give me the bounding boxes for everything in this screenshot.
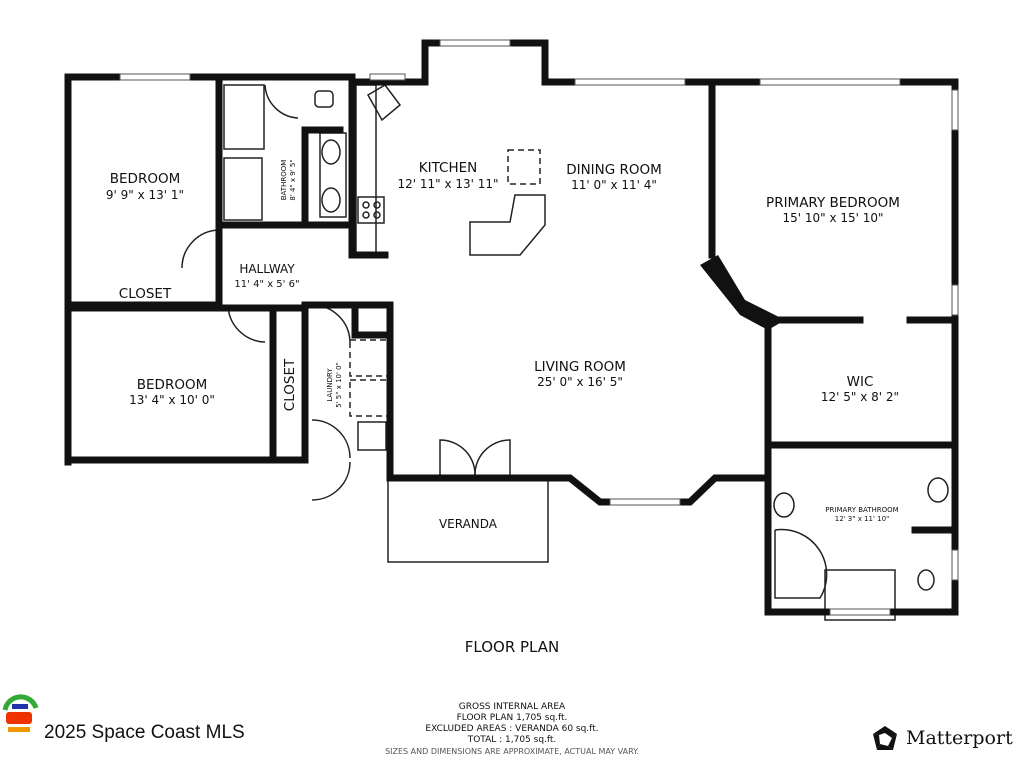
biz360-logo [2,694,39,732]
room-dims: 12' 11" x 13' 11" [397,177,498,191]
disclaimer: SIZES AND DIMENSIONS ARE APPROXIMATE, AC… [385,747,639,756]
room-name: LIVING ROOM [534,359,626,375]
room-dims: 8' 4" x 9' 5" [289,159,297,200]
bedroom-1: BEDROOM 9' 9" x 13' 1" [106,171,184,202]
room-dims: 11' 4" x 5' 6" [234,279,299,290]
watermark: 2025 Space Coast MLS [44,722,245,743]
room-dims: 13' 4" x 10' 0" [129,393,215,407]
matterport-brand: Matterport [872,725,1013,751]
room-name: WIC [847,374,874,390]
laundry: LAUNDRY 5' 5" x 10' 0" [326,362,343,408]
room-name: BEDROOM [110,171,180,187]
room-name: HALLWAY [239,262,295,276]
area-total: TOTAL : 1,705 sq.ft. [467,735,557,745]
room-dims: 9' 9" x 13' 1" [106,188,184,202]
area-summary: GROSS INTERNAL AREA FLOOR PLAN 1,705 sq.… [0,702,1024,757]
room-name: KITCHEN [419,160,478,176]
room-name: BEDROOM [137,377,207,393]
room-dims: 12' 3" x 11' 10" [835,515,890,523]
hallway: HALLWAY 11' 4" x 5' 6" [234,262,299,290]
area-heading: GROSS INTERNAL AREA [458,702,566,712]
room-dims: 5' 5" x 10' 0" [335,362,343,408]
closet-1: CLOSET [119,286,172,302]
room-dims: 15' 10" x 15' 10" [782,211,883,225]
primary-bedroom: PRIMARY BEDROOM 15' 10" x 15' 10" [766,195,900,225]
closet-2: CLOSET [282,358,298,411]
living-room: LIVING ROOM 25' 0" x 16' 5" [534,359,626,389]
area-excluded: EXCLUDED AREAS : VERANDA 60 sq.ft. [425,724,599,734]
room-name: LAUNDRY [326,368,334,402]
room-name: PRIMARY BEDROOM [766,195,900,211]
matterport-icon [873,726,897,750]
room-dims: 12' 5" x 8' 2" [821,390,899,404]
primary-bathroom: PRIMARY BATHROOM 12' 3" x 11' 10" [825,506,898,523]
kitchen: KITCHEN 12' 11" x 13' 11" [397,160,498,191]
brand-name: Matterport [906,727,1013,749]
bathroom: BATHROOM 8' 4" x 9' 5" [280,159,297,200]
room-name: BATHROOM [280,160,288,201]
dining-room: DINING ROOM 11' 0" x 11' 4" [566,162,662,192]
plan-title: FLOOR PLAN [464,638,560,656]
room-name: PRIMARY BATHROOM [825,506,898,514]
walls [64,39,959,616]
room-name: DINING ROOM [566,162,662,178]
room-dims: 11' 0" x 11' 4" [571,178,657,192]
area-floor-plan: FLOOR PLAN 1,705 sq.ft. [456,713,568,723]
fixtures [181,84,949,621]
veranda: VERANDA [439,517,498,531]
windows [119,39,959,616]
wic: WIC 12' 5" x 8' 2" [821,374,899,404]
bedroom-2: BEDROOM 13' 4" x 10' 0" [129,377,215,407]
room-dims: 25' 0" x 16' 5" [537,375,623,389]
